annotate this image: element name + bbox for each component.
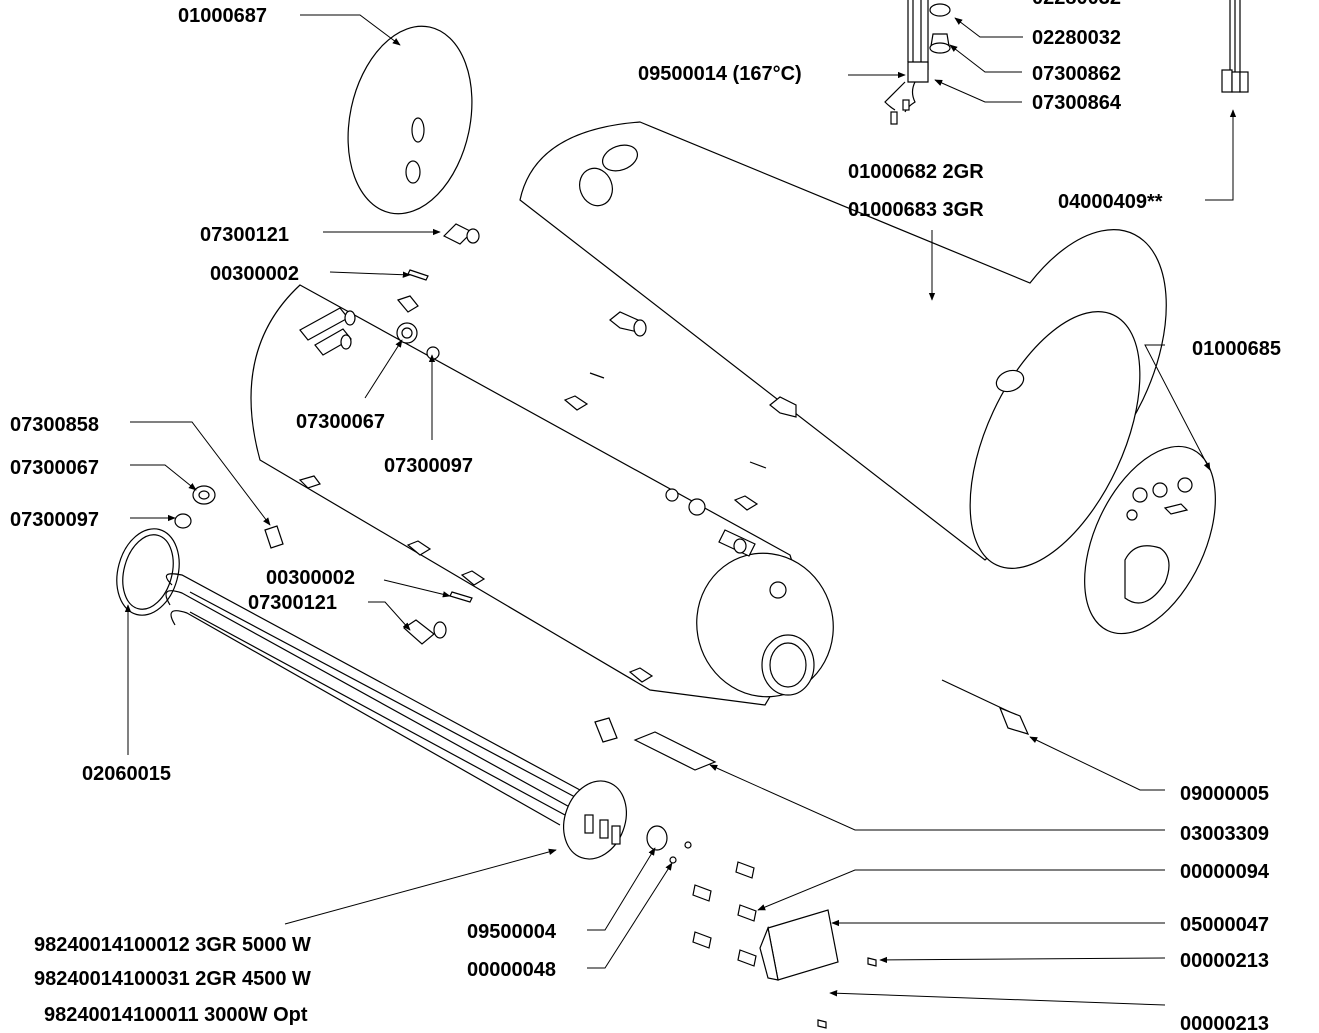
label-07300067: 07300067: [296, 411, 385, 433]
label-98240014100011: 98240014100011 3000W Opt: [44, 1004, 308, 1026]
end-plate-01000687: [347, 25, 473, 215]
label-01000687: 01000687: [178, 5, 267, 27]
label-05000047: 05000047: [1180, 914, 1269, 936]
heating-element: [165, 573, 627, 860]
screw-00000048: [669, 841, 692, 864]
label-01000683: 01000683 3GR: [848, 199, 984, 221]
label-00000213-b: 00000213: [1180, 1013, 1269, 1033]
cover-05000047: [759, 909, 839, 981]
labels: 01000687 02280032 02280032 09500014 (167…: [10, 0, 1281, 1033]
label-09000005: 09000005: [1180, 783, 1269, 805]
label-00000094: 00000094: [1180, 861, 1270, 883]
gasket-02060015: [116, 528, 180, 616]
thermostat-09500004: [646, 825, 668, 851]
bracket-03003309: [633, 731, 717, 771]
label-00300002-top: 00300002: [210, 263, 299, 285]
fitting-07300121-top: [442, 223, 480, 245]
inner-tank: [250, 284, 834, 706]
label-02280032-top: 02280032: [1032, 0, 1121, 9]
outer-shell: [519, 121, 1167, 569]
label-01000682: 01000682 2GR: [848, 161, 984, 183]
fitting-07300067-left: [192, 485, 216, 505]
fitting-below-tank: [594, 717, 618, 743]
label-09500004: 09500004: [467, 921, 557, 943]
label-07300121-top: 07300121: [200, 224, 289, 246]
screws-00000213: [817, 957, 877, 1029]
label-03003309: 03003309: [1180, 823, 1269, 845]
label-07300121-mid: 07300121: [248, 592, 337, 614]
bolts-00000094: [692, 861, 757, 967]
label-98240014100012: 98240014100012 3GR 5000 W: [34, 934, 311, 956]
label-00300002-mid: 00300002: [266, 567, 355, 589]
label-07300097-left: 07300097: [10, 509, 99, 531]
label-07300862: 07300862: [1032, 63, 1121, 85]
fitting-07300097-left: [174, 513, 192, 529]
fitting-00300002-mid: [449, 591, 473, 603]
label-07300067-left: 07300067: [10, 457, 99, 479]
label-04000409: 04000409**: [1058, 191, 1163, 213]
leader-lines: [124, 14, 1237, 1006]
label-07300858: 07300858: [10, 414, 99, 436]
label-01000685: 01000685: [1192, 338, 1281, 360]
end-plate-01000685: [1084, 445, 1216, 635]
fitting-07300121-mid: [403, 619, 447, 645]
label-09500014: 09500014 (167°C): [638, 63, 802, 85]
sensor-09000005: [941, 679, 1030, 735]
thermostat-parts: [884, 0, 951, 125]
label-07300097: 07300097: [384, 455, 473, 477]
label-00000048: 00000048: [467, 959, 556, 981]
label-00000213-a: 00000213: [1180, 950, 1269, 972]
fitting-07300858: [264, 525, 284, 549]
wire-harness: [1221, 0, 1249, 93]
label-02280032: 02280032: [1032, 27, 1121, 49]
label-02060015: 02060015: [82, 763, 171, 785]
label-07300864: 07300864: [1032, 92, 1122, 114]
label-98240014100031: 98240014100031 2GR 4500 W: [34, 968, 311, 990]
fitting-00300002-top: [407, 269, 429, 281]
